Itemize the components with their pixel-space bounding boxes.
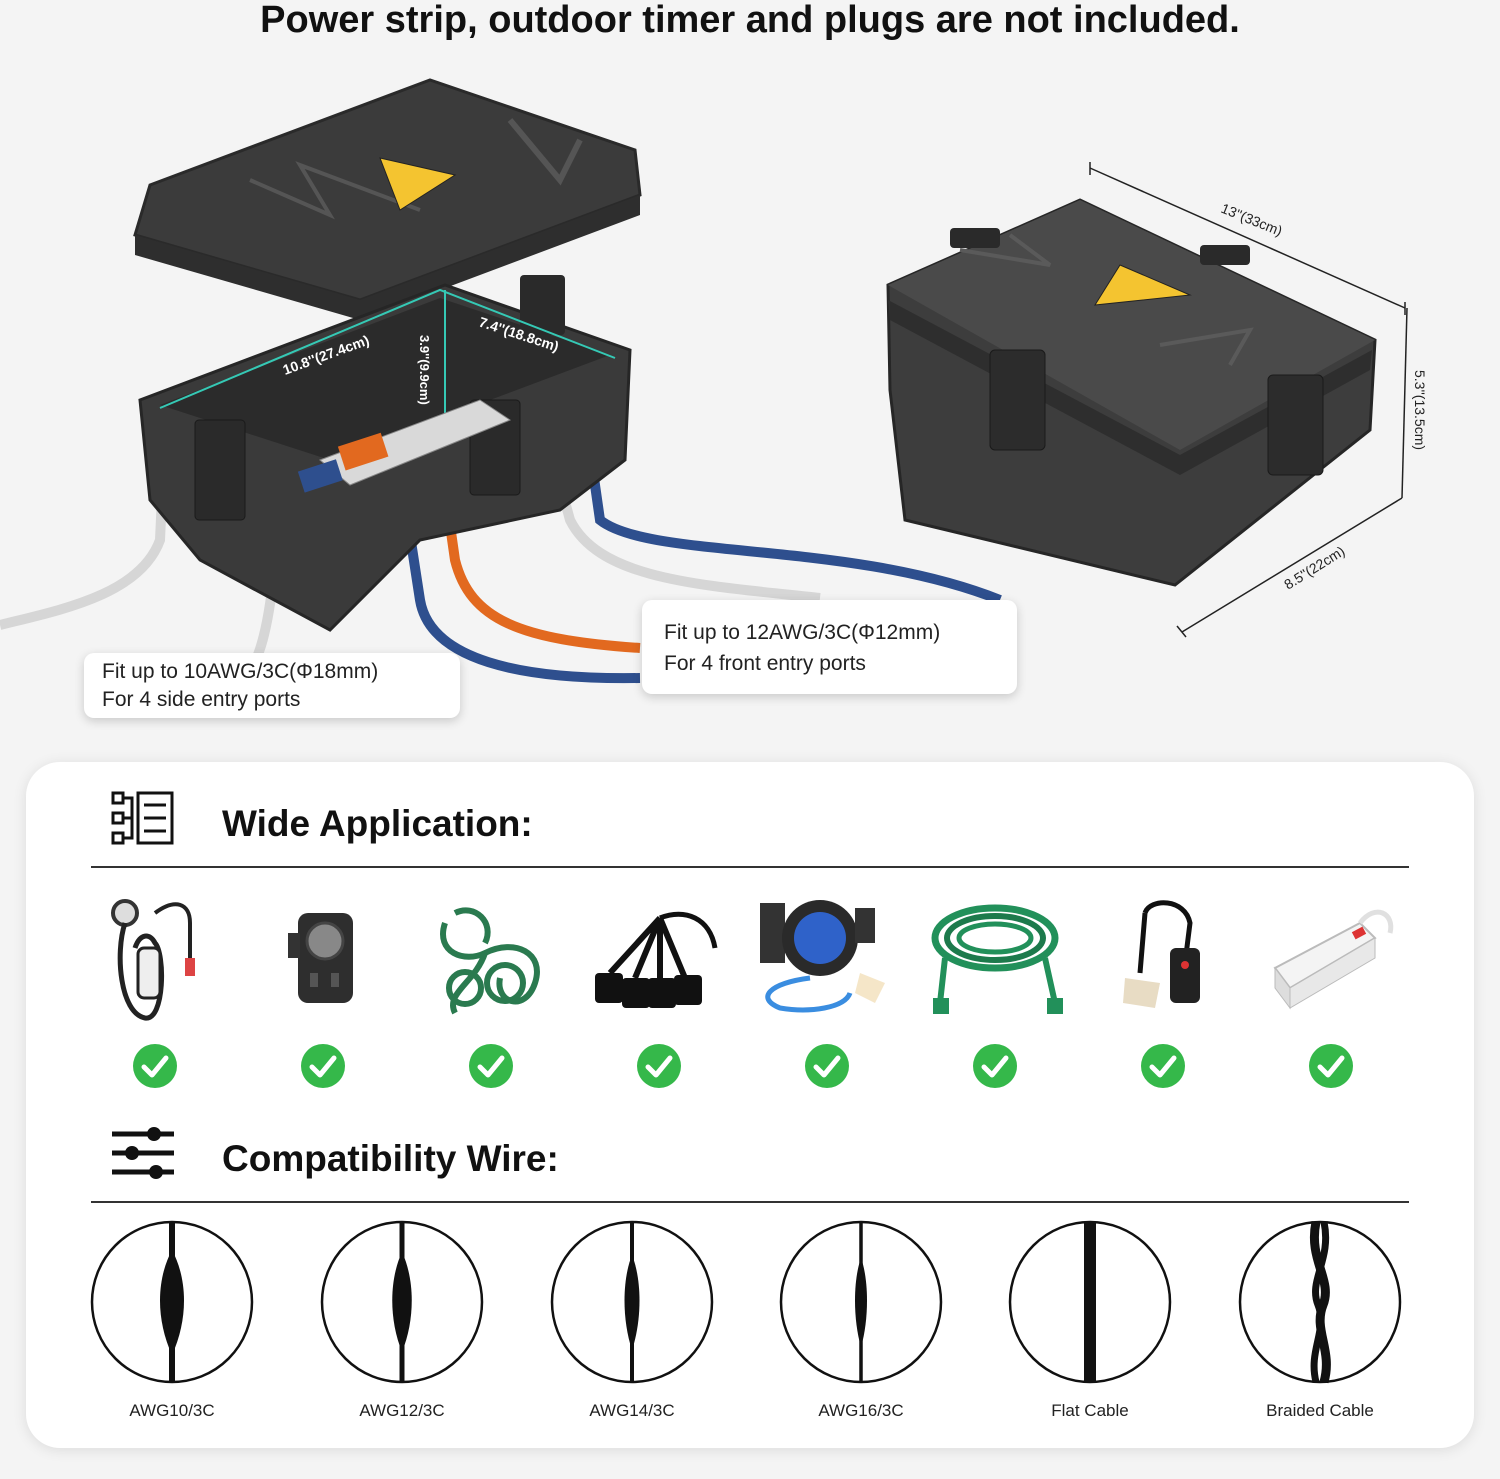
blue-cable-2 (575, 379, 1002, 605)
check-icon (637, 1044, 681, 1088)
check-icon (1309, 1044, 1353, 1088)
wire-label-awg10: AWG10/3C (129, 1401, 215, 1420)
front-callout-line1: Fit up to 12AWG/3C(Φ12mm) (664, 621, 941, 644)
outdoor-timer-icon (288, 913, 353, 1003)
check-icon (301, 1044, 345, 1088)
warning-sticker-icon (379, 157, 457, 211)
cord-reel-icon (760, 900, 885, 1013)
open-box-body (138, 275, 632, 632)
gray-cable-right (535, 408, 821, 603)
wire-label-awg16: AWG16/3C (818, 1401, 904, 1420)
wire-awg12-icon (320, 1220, 484, 1384)
application-row (95, 893, 1405, 1093)
info-panel (26, 762, 1474, 1448)
wire-braided-cable-icon (1238, 1220, 1402, 1384)
side-callout-line1: Fit up to 10AWG/3C(Φ18mm) (102, 660, 379, 683)
closed-dim-length: 13''(33cm) (1219, 200, 1285, 239)
closed-dim-height: 5.3''(13.5cm) (1412, 370, 1428, 450)
sliders-icon (112, 1127, 174, 1179)
checklist-icon (111, 791, 174, 845)
power-strip-icon (1273, 909, 1394, 1010)
closed-dim-line-height (1401, 307, 1408, 499)
multi-outlet-cord-icon (595, 911, 718, 1008)
check-icon (805, 1044, 849, 1088)
wire-awg10-icon (90, 1220, 254, 1384)
product-scene: 10.8''(27.4cm) 7.4''(18.8cm) 3.9''(9.9cm… (0, 78, 1428, 705)
compatibility-wire-divider (91, 1201, 1409, 1203)
open-dim-height: 3.9''(9.9cm) (417, 335, 432, 405)
wire-flat-cable-icon (1008, 1220, 1172, 1384)
compatibility-wire-title: Compatibility Wire: (222, 1138, 559, 1179)
check-icon (1141, 1044, 1185, 1088)
wire-label-awg12: AWG12/3C (359, 1401, 445, 1420)
splitter-cord-icon (440, 907, 540, 1015)
check-icon (973, 1044, 1017, 1088)
wire-label-braided-cable: Braided Cable (1266, 1401, 1374, 1420)
closed-box (886, 198, 1377, 587)
wire-label-flat-cable: Flat Cable (1051, 1401, 1129, 1420)
side-entry-callout: Fit up to 10AWG/3C(Φ18mm) For 4 side ent… (84, 653, 460, 718)
gray-cable-left (0, 429, 170, 630)
wire-awg14-icon (550, 1220, 714, 1384)
open-box-lid (133, 78, 642, 320)
check-icon (133, 1044, 177, 1088)
check-icon (469, 1044, 513, 1088)
front-callout-line2: For 4 front entry ports (664, 652, 866, 675)
closed-dim-width: 8.5''(22cm) (1281, 543, 1347, 593)
top-banner: Power strip, outdoor timer and plugs are… (260, 0, 1240, 41)
ev-charger-icon (111, 899, 195, 1021)
front-entry-callout: Fit up to 12AWG/3C(Φ12mm) For 4 front en… (642, 600, 1017, 694)
warning-sticker-icon (1094, 264, 1192, 306)
wire-label-awg14: AWG14/3C (589, 1401, 675, 1420)
wide-application-divider (91, 866, 1409, 868)
wire-awg16-icon (779, 1220, 943, 1384)
coiled-extension-cord-icon (931, 904, 1063, 1014)
gfci-cord-icon (1123, 900, 1200, 1008)
wide-application-title: Wide Application: (222, 803, 533, 844)
blue-cable-1 (395, 469, 641, 684)
orange-cable (435, 454, 641, 653)
closed-dim-line-length (1089, 167, 1406, 309)
closed-dim-line-width (1181, 497, 1403, 633)
side-callout-line2: For 4 side entry ports (102, 688, 301, 711)
